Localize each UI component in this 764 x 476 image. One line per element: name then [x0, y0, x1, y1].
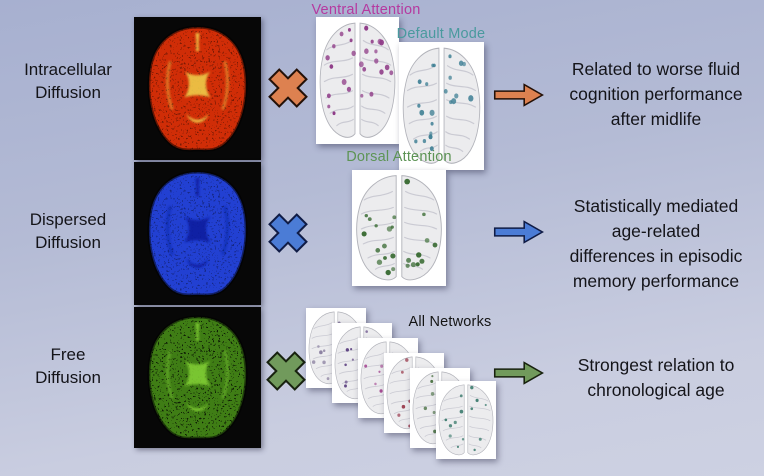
brain-map-ventral-attention [316, 17, 399, 144]
label-dispersed-diffusion: Dispersed Diffusion [29, 210, 107, 252]
label-intracellular-diffusion: Intracellular Diffusion [24, 60, 112, 102]
multiply-cross-icon [264, 349, 308, 393]
outcome-text-chronological-age: Strongest relation to chronological age [577, 355, 735, 400]
mri-axial-scan-dispersed [134, 162, 261, 305]
network-label-dorsal-attention: Dorsal Attention [346, 149, 452, 165]
outcome-text-episodic-memory: Statistically mediated age-related diffe… [569, 196, 743, 291]
network-label-default-mode: Default Mode [396, 26, 486, 42]
multiply-cross-icon [266, 211, 310, 255]
mri-axial-scan-intracellular [134, 17, 261, 160]
network-label-all-networks: All Networks [408, 314, 492, 330]
right-arrow-icon [490, 360, 548, 386]
right-arrow-icon [490, 219, 548, 245]
network-label-ventral-attention: Ventral Attention [311, 2, 421, 18]
right-arrow-icon [490, 82, 548, 108]
brain-map-dorsal-attention [352, 170, 446, 286]
label-free-diffusion: Free Diffusion [35, 345, 101, 387]
multiply-cross-icon [266, 66, 310, 110]
brain-map-stack-6 [436, 381, 496, 459]
mri-axial-scan-free [134, 307, 261, 448]
outcome-text-fluid-cognition: Related to worse fluid cognition perform… [569, 59, 743, 129]
brain-map-default-mode [399, 42, 484, 170]
